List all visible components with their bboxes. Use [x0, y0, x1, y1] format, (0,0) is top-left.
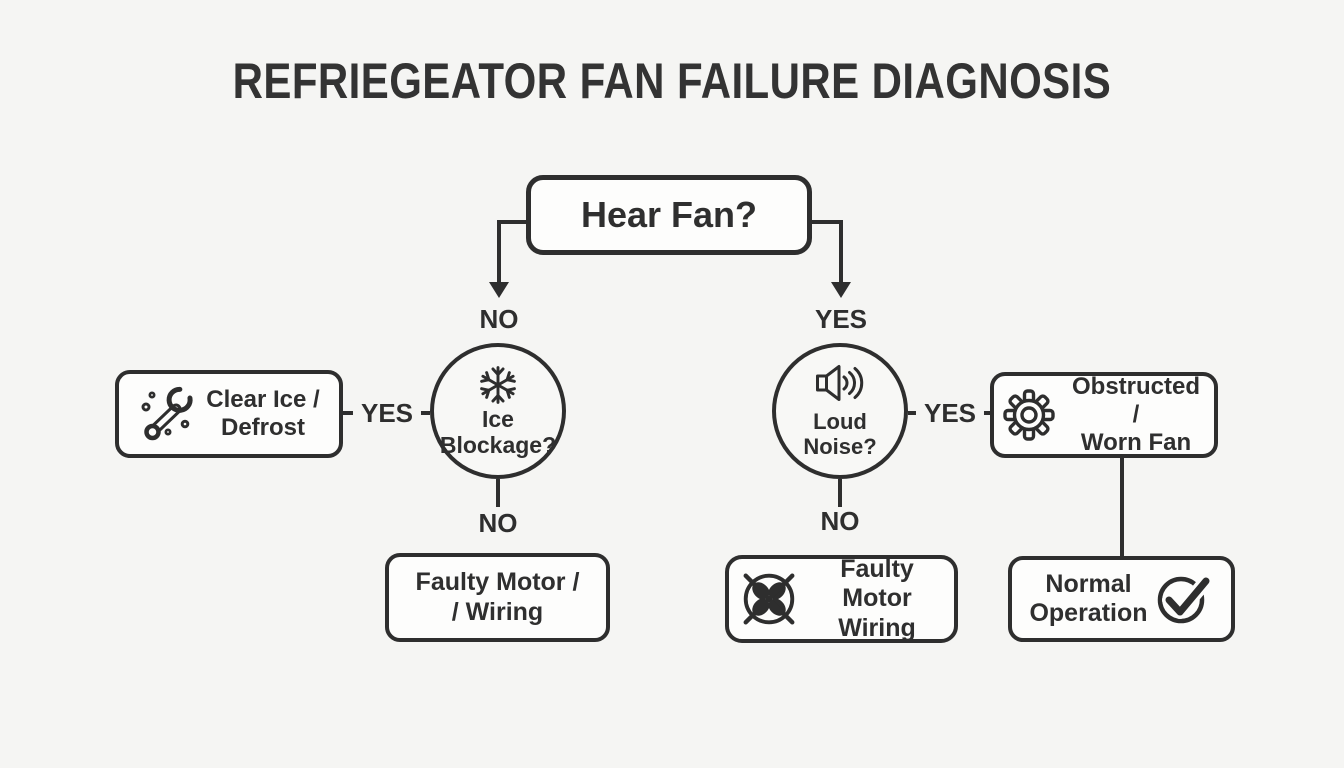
- connector-hearfan-no-v: [497, 220, 501, 284]
- node-hear-fan: Hear Fan?: [526, 175, 812, 255]
- obstructed-fan-label-line2: Worn Fan: [1080, 429, 1192, 457]
- node-clear-ice: Clear Ice / Defrost: [115, 370, 343, 458]
- connector-ice-no: [496, 479, 500, 507]
- arrow-down-icon: [489, 282, 509, 298]
- node-normal-operation: Normal Operation: [1008, 556, 1235, 642]
- snowflake-icon: [478, 366, 518, 405]
- normal-operation-label-line2: Operation: [1029, 599, 1148, 627]
- obstructed-fan-label-line1: Obstructed /: [1071, 372, 1200, 428]
- connector-hearfan-no-h: [497, 220, 526, 224]
- node-ice-blockage: Ice Blockage?: [430, 343, 566, 479]
- node-faulty-motor-left: Faulty Motor / / Wiring: [385, 553, 610, 642]
- faulty-motor-mid-label-line2: Wiring: [838, 613, 916, 642]
- clear-ice-label-line1: Clear Ice /: [206, 385, 320, 413]
- connector-obstructed-normal: [1120, 458, 1124, 556]
- connector-noise-no: [838, 479, 842, 507]
- speaker-icon: [816, 365, 864, 402]
- edge-label-yes: YES: [814, 304, 868, 334]
- node-loud-noise: Loud Noise?: [772, 343, 908, 479]
- check-circle-icon: [1157, 574, 1213, 624]
- title-wrap: REFRIEGEATOR FAN FAILURE DIAGNOSIS: [0, 52, 1344, 110]
- connector-hearfan-yes-h: [812, 220, 841, 224]
- normal-operation-label-line1: Normal: [1045, 569, 1132, 598]
- connector-hearfan-yes-v: [839, 220, 843, 284]
- gear-icon: [1003, 389, 1055, 441]
- page-title: REFRIEGEATOR FAN FAILURE DIAGNOSIS: [232, 53, 1112, 109]
- edge-label-yes: YES: [915, 398, 985, 428]
- clear-ice-label-line2: Defrost: [220, 414, 305, 441]
- faulty-motor-left-label-line1: Faulty Motor /: [415, 568, 580, 596]
- edge-label-no: NO: [479, 304, 519, 334]
- node-faulty-motor-mid: Faulty Motor Wiring: [725, 555, 958, 643]
- loud-noise-label: Loud Noise?: [803, 409, 877, 459]
- hear-fan-label: Hear Fan?: [580, 193, 758, 235]
- edge-label-no: NO: [820, 506, 860, 536]
- ice-blockage-label-line2: Blockage?: [439, 432, 557, 458]
- edge-label-yes: YES: [352, 398, 422, 428]
- node-obstructed-fan: Obstructed / Worn Fan: [990, 372, 1218, 458]
- faulty-motor-left-label-line2: / Wiring: [451, 597, 544, 626]
- wrench-icon: [141, 386, 193, 441]
- edge-label-no: NO: [478, 508, 518, 538]
- arrow-down-icon: [831, 282, 851, 298]
- fan-crossed-icon: [743, 573, 795, 625]
- faulty-motor-mid-label-line1: Faulty Motor: [840, 554, 914, 613]
- ice-blockage-label-line1: Ice: [482, 406, 514, 433]
